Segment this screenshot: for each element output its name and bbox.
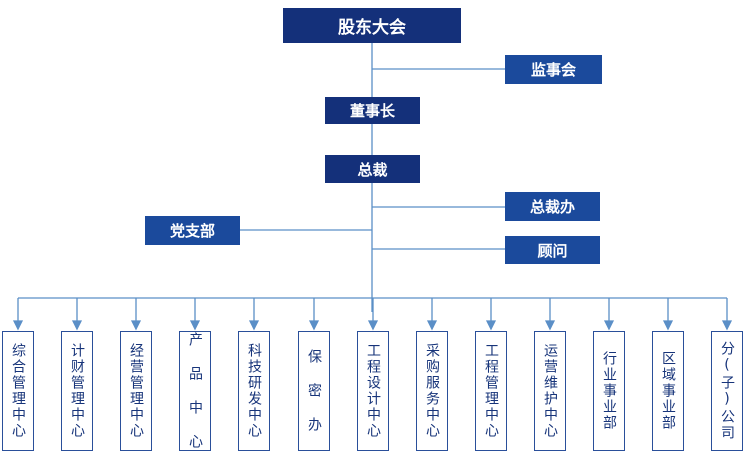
department-label: 区域事业部 [660,351,676,431]
department-box: 经营管理中心 [120,331,152,451]
department-label: 运营维护中心 [542,343,558,439]
arrow-down-icon [721,320,733,331]
arrow-down-icon [12,320,24,331]
department-label: 工程设计中心 [365,343,381,439]
shareholders-meeting-box: 股东大会 [283,8,461,43]
department-box: 运营维护中心 [534,331,566,451]
department-label: 工程管理中心 [483,343,499,439]
arrow-down-icon [485,320,497,331]
arrow-down-icon [130,320,142,331]
president-box: 总裁 [325,155,420,183]
arrow-down-icon [308,320,320,331]
arrow-down-icon [367,320,379,331]
department-label: 计财管理中心 [69,343,85,439]
department-box: 产 品 中 心 [179,331,211,451]
department-label: 行业事业部 [601,351,617,431]
department-box: 科技研发中心 [238,331,270,451]
department-label: 采购服务中心 [424,343,440,439]
department-box: 保 密 办 [298,331,330,451]
department-label: 科技研发中心 [246,343,262,439]
department-label: 经营管理中心 [128,343,144,439]
arrow-down-icon [662,320,674,331]
department-box: 采购服务中心 [416,331,448,451]
arrow-down-icon [603,320,615,331]
arrow-down-icon [189,320,201,331]
department-label: 分(子)公司 [719,341,735,441]
board-chairman-box: 董事长 [325,97,420,124]
department-box: 计财管理中心 [61,331,93,451]
president-office-box: 总裁办 [505,192,600,221]
department-label: 综合管理中心 [10,343,26,439]
department-label: 保 密 办 [306,349,322,433]
arrow-down-icon [71,320,83,331]
department-box: 综合管理中心 [2,331,34,451]
department-label: 产 品 中 心 [187,332,203,450]
department-box: 区域事业部 [652,331,684,451]
arrow-down-icon [544,320,556,331]
party-branch-box: 党支部 [145,216,240,245]
department-box: 工程管理中心 [475,331,507,451]
department-box: 行业事业部 [593,331,625,451]
department-box: 分(子)公司 [711,331,743,451]
department-box: 工程设计中心 [357,331,389,451]
advisor-box: 顾问 [505,236,600,264]
arrow-down-icon [426,320,438,331]
arrow-down-icon [248,320,260,331]
supervisory-board-box: 监事会 [505,55,602,84]
